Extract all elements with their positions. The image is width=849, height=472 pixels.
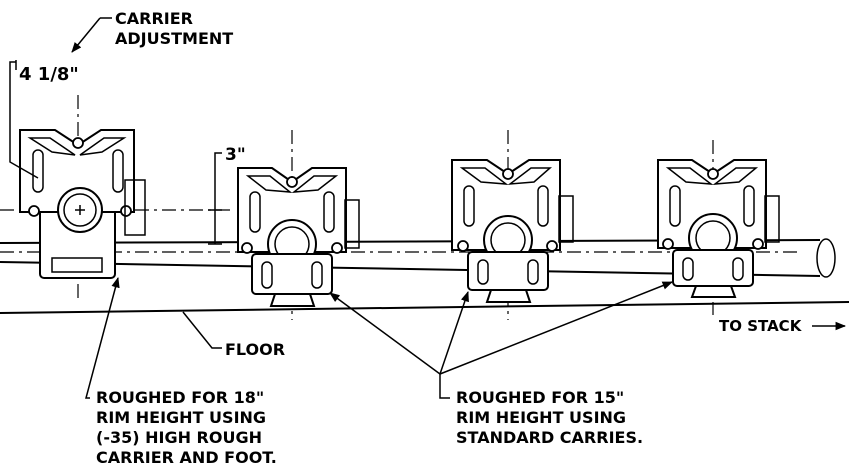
- note-right-line1: ROUGHED FOR 15": [456, 388, 624, 407]
- note-right-leaders: [329, 281, 673, 399]
- carrier-standard-3: [657, 140, 780, 315]
- note-left-line2: RIM HEIGHT USING: [96, 408, 266, 427]
- floor-label: FLOOR: [225, 340, 285, 359]
- dimension-drop-label: 3": [225, 145, 246, 165]
- dimension-drop: [208, 152, 222, 245]
- carrier-standard-1: [237, 130, 360, 320]
- dimension-adjust-label: 4 1/8": [19, 64, 79, 85]
- carrier-high-rough: [19, 95, 146, 300]
- dimension-adjustment: [9, 60, 39, 179]
- carrier-adjustment-line2: ADJUSTMENT: [115, 29, 233, 48]
- carrier-adjustment-line1: CARRIER: [115, 9, 193, 28]
- note-right-line3: STANDARD CARRIES.: [456, 428, 643, 447]
- to-stack-label: TO STACK: [719, 317, 803, 335]
- carrier-standard-2: [451, 130, 574, 320]
- note-left-line1: ROUGHED FOR 18": [96, 388, 264, 407]
- note-left-line4: CARRIER AND FOOT.: [96, 448, 277, 467]
- floor-line: [0, 301, 849, 314]
- note-left-line3: (-35) HIGH ROUGH: [96, 428, 262, 447]
- note-right-line2: RIM HEIGHT USING: [456, 408, 626, 427]
